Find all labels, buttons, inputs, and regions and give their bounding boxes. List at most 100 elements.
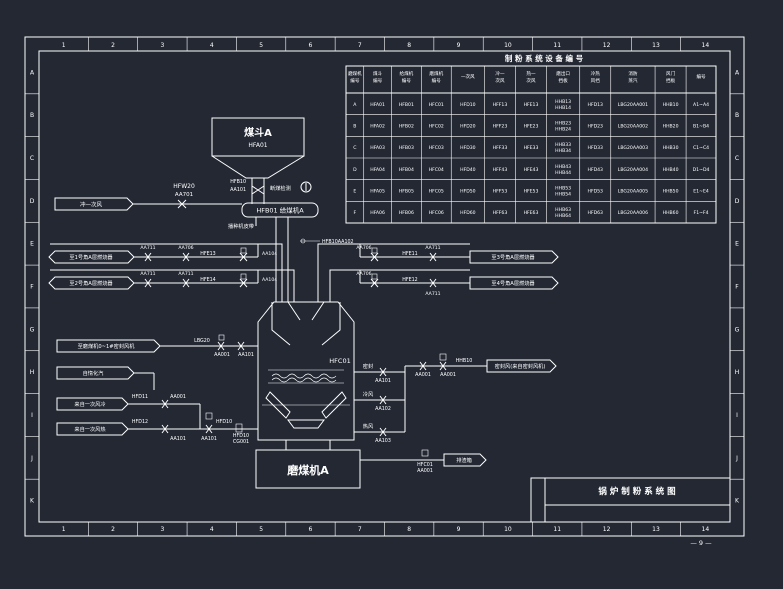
burner-outlet-tag <box>48 250 135 264</box>
outlet-tag: AA711 <box>140 271 155 277</box>
table-cell: HHB54 <box>555 192 571 198</box>
frame-column-label: 8 <box>407 42 411 49</box>
table-cell: HFF33 <box>493 145 508 151</box>
frame-column-label: 10 <box>504 42 512 49</box>
table-cell: HFD40 <box>460 167 476 173</box>
frame-column-label: 14 <box>702 42 710 49</box>
table-header-cell: 挡板 <box>559 77 569 84</box>
outlet-tag: AA706 <box>356 271 371 277</box>
outlet-valve-icon <box>429 252 437 262</box>
page-number: — 9 — <box>690 539 712 547</box>
table-cell: HHB13 <box>555 99 571 105</box>
outlet-tag: AA706 <box>356 245 371 251</box>
table-cell: B <box>353 124 356 130</box>
burner-outlet-label: 至4号角A层燃烧器 <box>491 279 535 287</box>
table-cell: LBG20AA003 <box>618 145 648 151</box>
table-cell: HFD60 <box>460 210 476 216</box>
title-block: 锅 炉 制 粉 系 统 图 <box>530 477 731 523</box>
frame-column-label: 5 <box>259 526 263 533</box>
svg-text:AA101: AA101 <box>375 378 391 384</box>
table-cell: HHB34 <box>555 148 571 154</box>
table-header-cell: 蒸汽 <box>628 77 638 84</box>
svg-text:冲一次风: 冲一次风 <box>80 201 103 209</box>
outlet-valve-icon <box>239 252 248 262</box>
table-cell: HFA05 <box>370 189 385 195</box>
frame-column-label: 8 <box>407 526 411 533</box>
frame-column-label: 6 <box>309 526 313 533</box>
frame-row-label: B <box>735 112 739 119</box>
frame-column-label: 9 <box>457 526 461 533</box>
table-cell: HFD43 <box>588 167 604 173</box>
frame-column-label: 11 <box>553 526 561 533</box>
outlet-valve-icon <box>144 252 152 262</box>
table-cell: LBG20AA006 <box>618 210 648 216</box>
svg-text:排渣箱: 排渣箱 <box>456 456 472 464</box>
svg-text:HFC01: HFC01 <box>417 462 433 468</box>
table-cell: HFD13 <box>588 102 604 108</box>
svg-text:HFB10: HFB10 <box>230 179 246 185</box>
table-cell: HFA04 <box>370 167 385 173</box>
table-header-cell: 编号 <box>350 77 360 84</box>
svg-text:AA101: AA101 <box>238 352 254 358</box>
left-inlets: 至磨煤机0~1#密封风机 LBG20 AA001 AA101 自惰化汽 来自一次… <box>56 334 258 445</box>
table-cell: HFF23 <box>493 124 508 130</box>
svg-text:热风: 热风 <box>363 422 374 430</box>
table-cell: HHB33 <box>555 142 571 148</box>
outlet-tag: AA711 <box>140 245 155 251</box>
table-cell: HHB20 <box>663 124 679 130</box>
frame-row-label: G <box>30 326 35 333</box>
burner-outlet-tag <box>469 276 559 290</box>
svg-text:来自一次风冷: 来自一次风冷 <box>74 400 105 408</box>
table-cell: A1~A4 <box>693 102 709 108</box>
svg-text:AA001: AA001 <box>415 372 431 378</box>
table-cell: HFE13 <box>524 102 539 108</box>
table-cell: HHB43 <box>555 164 571 170</box>
table-cell: LBG20AA002 <box>618 124 648 130</box>
table-cell: HFC02 <box>429 124 444 130</box>
frame-column-label: 9 <box>457 42 461 49</box>
outlet-tag: AA104 <box>262 251 277 257</box>
outlet-tag: AA711 <box>178 271 193 277</box>
frame-row-label: G <box>735 326 740 333</box>
table-cell: HHB40 <box>663 167 679 173</box>
table-cell: HHB24 <box>555 127 571 133</box>
table-header-cell: 风门 <box>666 70 676 77</box>
right-burner-outlets: AA706HFE11AA711至3号角A层燃烧器AA706HFE12AA711至… <box>356 244 559 297</box>
outlet-valve-icon <box>182 278 190 288</box>
table-cell: HFB05 <box>399 189 414 195</box>
inner-border <box>38 50 731 523</box>
outlet-code: HFE12 <box>402 277 418 283</box>
table-cell: HHB50 <box>663 189 679 195</box>
outlet-tag: AA104 <box>262 277 277 283</box>
coal-hopper: 煤斗A HFA01 <box>211 117 305 179</box>
seal-air-line: 冲一次风 HFW20 AA701 <box>54 183 242 211</box>
frame-column-label: 7 <box>358 526 362 533</box>
burner-outlet-label: 至2号角A层燃烧器 <box>69 279 113 287</box>
table-header-cell: 风挡 <box>591 77 601 84</box>
frame-row-label: A <box>30 69 35 76</box>
table-cell: HFD50 <box>460 189 476 195</box>
outlet-tag: AA706 <box>178 245 193 251</box>
svg-text:CG001: CG001 <box>233 439 249 445</box>
outlet-code: HFE13 <box>200 251 216 257</box>
table-cell: HFD23 <box>588 124 604 130</box>
svg-text:自惰化汽: 自惰化汽 <box>83 369 105 377</box>
table-cell: HFC05 <box>429 189 444 195</box>
outlet-valve-icon <box>370 278 379 288</box>
outlet-valve-icon <box>182 252 190 262</box>
mill-name: 磨煤机A <box>286 463 329 477</box>
drawing-title: 锅 炉 制 粉 系 统 图 <box>597 486 675 497</box>
table-cell: HFB03 <box>399 145 414 151</box>
table-cell: HFD10 <box>460 102 476 108</box>
table-header-cell: 次风 <box>526 77 536 84</box>
svg-text:AA001: AA001 <box>214 352 230 358</box>
svg-text:AA101: AA101 <box>170 436 186 442</box>
table-cell: F <box>354 210 357 216</box>
frame-row-label: D <box>30 198 35 205</box>
svg-text:HFD12: HFD12 <box>132 419 148 425</box>
table-cell: LBG20AA005 <box>618 189 648 195</box>
frame-column-label: 13 <box>652 526 660 533</box>
table-cell: HHB63 <box>555 207 571 213</box>
